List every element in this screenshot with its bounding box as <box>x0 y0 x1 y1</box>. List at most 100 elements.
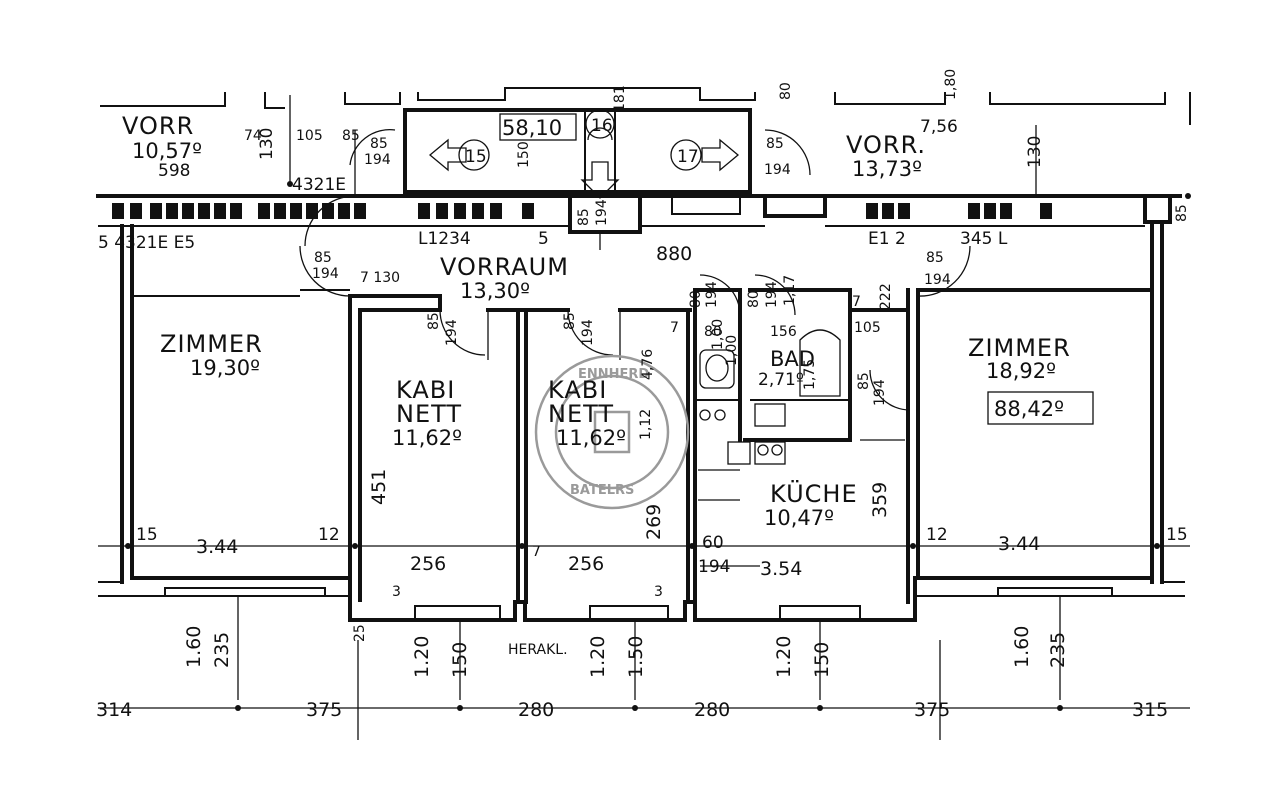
door-zimmer-right-h: 194 <box>872 379 888 406</box>
bath-dim-1: 156 <box>770 324 797 340</box>
zimmer-right-width: 3.44 <box>998 533 1040 555</box>
door-wc-w: 80 <box>688 290 704 308</box>
kabinett-1-name2: NETT <box>396 400 462 428</box>
bath-dim-3: 222 <box>878 283 894 310</box>
num-105-b: 105 <box>854 320 881 336</box>
zimmer-right-side: 15 <box>1166 525 1188 545</box>
bath-dim-2: 1,75 <box>802 359 818 390</box>
axis-dim-5: 375 <box>914 699 950 721</box>
num-105: 105 <box>296 128 323 144</box>
sanitary-fixtures <box>698 329 841 501</box>
dimension-lines <box>98 95 1191 740</box>
zimmer-right-left: 12 <box>926 525 948 545</box>
stair-arrows <box>428 127 740 199</box>
num-130-c: 7 130 <box>360 270 400 286</box>
num-85-right: 85 <box>1174 204 1190 222</box>
heating-note: HERAKL. <box>508 642 568 658</box>
door-kitchen-w: 60 <box>702 533 724 553</box>
vorr-right-area: 13,73º <box>852 157 922 181</box>
door-top-left-h: 194 <box>364 152 391 168</box>
unit-15-marker <box>458 139 490 171</box>
axis-dim-3: 280 <box>518 699 554 721</box>
zimmer-right-area: 18,92º <box>986 359 1056 383</box>
window-4-width: 1.20 <box>773 636 795 678</box>
wc-depth: 1,00 <box>710 319 726 350</box>
kabinett-2-name1: KABI <box>548 376 607 404</box>
door-wc-h: 194 <box>704 281 720 308</box>
door-corridor-h: 194 <box>594 199 610 226</box>
outer-walls <box>98 224 1185 622</box>
vorraum-dim: 880 <box>656 243 692 265</box>
kueche-name: KÜCHE <box>770 479 858 508</box>
window-3-width: 1.20 <box>587 636 609 678</box>
door-vorraum-right-w: 85 <box>926 250 944 266</box>
vorr-right-dim: 7,56 <box>920 117 958 137</box>
door-bad-h: 194 <box>764 281 780 308</box>
num-1-80-top: 1,80 <box>943 69 959 100</box>
door-corridor-w: 85 <box>576 208 592 226</box>
num-130-a: 130 <box>1025 136 1045 168</box>
zimmer-left-area: 19,30º <box>190 356 260 380</box>
num-80-top: 80 <box>778 82 794 100</box>
door-kitchen-h: 194 <box>698 557 730 577</box>
zimmer-left-right: 12 <box>318 525 340 545</box>
door-bad-w: 80 <box>746 290 762 308</box>
kab2-height: 269 <box>643 504 665 540</box>
num-25: 25 <box>352 624 368 642</box>
vorr-left-name: VORR <box>122 112 194 140</box>
unit-17-label: 17 <box>677 147 699 167</box>
interior-walls <box>130 288 1152 604</box>
kab2-dim-b: 4,76 <box>640 349 656 380</box>
room-labels: VORR 10,57º 598 VORR. 13,73º 7,56 VORRAU… <box>122 112 1071 530</box>
kab1-width: 256 <box>410 553 446 575</box>
wc-width: 80 <box>704 324 722 340</box>
corridor-code: L1234 <box>418 229 471 249</box>
axis-dim-2: 375 <box>306 699 342 721</box>
unit-16-marker <box>585 109 615 139</box>
axis-dim-6: 315 <box>1132 699 1168 721</box>
bath-dim-5: 1,00 <box>724 335 740 366</box>
kabinett-1-name1: KABI <box>396 376 455 404</box>
corridor-area: 58,10 <box>502 116 562 140</box>
door-kab1-h: 194 <box>444 319 460 346</box>
zimmer-left-side: 15 <box>136 525 158 545</box>
axis-dim-1: 314 <box>96 699 132 721</box>
kab1-height: 451 <box>368 469 390 505</box>
num-85: 85 <box>342 128 360 144</box>
apartment-area: 88,42º <box>994 397 1064 421</box>
door-vorraum-left-w: 85 <box>314 250 332 266</box>
right-code-1: E1 2 <box>868 229 906 249</box>
bath-dim-4: 7 <box>852 294 861 310</box>
window-5-width: 1.60 <box>1011 626 1033 668</box>
window-2-width: 1.20 <box>411 636 433 678</box>
door-swings <box>299 129 971 441</box>
stamp-top-text: ENNHERD <box>578 367 649 382</box>
door-top-right-w: 85 <box>766 136 784 152</box>
zimmer-left-name: ZIMMER <box>160 330 263 358</box>
corridor-area-box <box>499 113 577 141</box>
window-5-height: 235 <box>1047 632 1069 668</box>
stamp-bottom-text: BATELRS <box>570 483 634 498</box>
vorr-right-name: VORR. <box>846 131 926 159</box>
zimmer-left-width: 3.44 <box>196 536 238 558</box>
window-1-height: 235 <box>211 632 233 668</box>
window-2-height: 150 <box>449 642 471 678</box>
window-4-height: 150 <box>811 642 833 678</box>
door-vorraum-left-h: 194 <box>312 266 339 282</box>
num-74: 74 <box>244 128 262 144</box>
left-wall-code: 5 4321E E5 <box>98 233 195 253</box>
zimmer-right-name: ZIMMER <box>968 334 1071 362</box>
unit-markers <box>458 109 1094 425</box>
vorraum-area: 13,30º <box>460 279 530 303</box>
bad-area: 2,71º <box>758 370 804 390</box>
window-3-height: 1.50 <box>625 636 647 678</box>
kabinett-2-area: 11,62º <box>556 426 626 450</box>
stamp-watermark: ENNHERD BATELRS <box>534 354 690 510</box>
door-top-right-h: 194 <box>764 162 791 178</box>
num-150: 150 <box>516 141 532 168</box>
unit-16-label: 16 <box>591 116 613 136</box>
kab2-width: 256 <box>568 553 604 575</box>
right-code-2: 345 L <box>960 229 1008 249</box>
door-vorraum-right-h: 194 <box>924 272 951 288</box>
